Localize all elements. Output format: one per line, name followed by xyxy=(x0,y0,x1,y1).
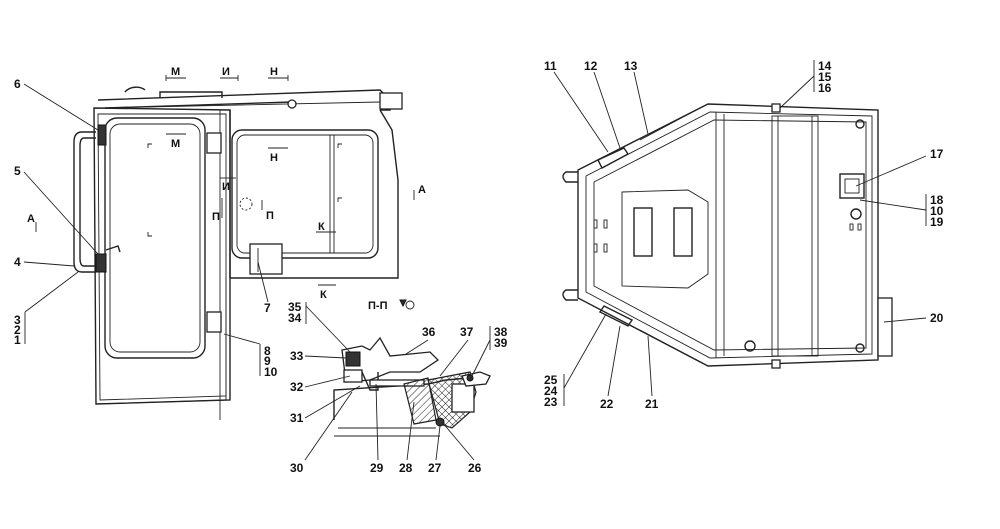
cab-side-view xyxy=(73,86,403,420)
hinge-lower xyxy=(206,311,222,333)
callout-1: 1 xyxy=(14,333,21,347)
mark-p-right: П xyxy=(266,210,274,222)
callout-36: 36 xyxy=(422,325,436,339)
callout-27: 27 xyxy=(428,461,442,475)
callout-10a: 10 xyxy=(264,365,278,379)
mark-i-top: И xyxy=(222,66,230,78)
mark-k-bottom: К xyxy=(320,289,327,301)
callout-33: 33 xyxy=(290,349,304,363)
callout-23: 23 xyxy=(544,395,558,409)
mark-a-left: А xyxy=(27,213,35,225)
callout-6: 6 xyxy=(14,77,21,91)
callout-19: 19 xyxy=(930,215,944,229)
callout-20: 20 xyxy=(930,311,944,325)
callouts-left: 6 5 4 3 2 1 7 8 9 10 xyxy=(14,77,278,379)
mark-i-mid: И xyxy=(222,181,230,193)
callout-7: 7 xyxy=(264,301,271,315)
callout-11: 11 xyxy=(544,59,557,73)
callout-4: 4 xyxy=(14,255,21,269)
callout-21: 21 xyxy=(645,397,659,411)
callout-22: 22 xyxy=(600,397,614,411)
callout-31: 31 xyxy=(290,411,304,425)
mark-n-top: Н xyxy=(270,66,278,78)
callout-8: 8 xyxy=(264,344,271,358)
section-marks-left: М И Н М Н И П П К К А А xyxy=(27,66,426,301)
callout-18: 18 xyxy=(930,193,944,207)
section-title: П-П xyxy=(368,300,388,312)
callout-28: 28 xyxy=(399,461,413,475)
callout-9: 9 xyxy=(264,354,271,368)
callouts-right: 11 12 13 14 15 16 17 18 10 19 20 21 22 2… xyxy=(544,59,944,411)
callout-39: 39 xyxy=(494,336,508,350)
callout-25: 25 xyxy=(544,373,558,387)
callout-12: 12 xyxy=(584,59,598,73)
callout-32: 32 xyxy=(290,380,304,394)
callout-2: 2 xyxy=(14,323,21,337)
callout-26: 26 xyxy=(468,461,482,475)
callout-15: 15 xyxy=(818,70,832,84)
bolt-icon xyxy=(287,99,297,109)
callout-30: 30 xyxy=(290,461,304,475)
callout-13: 13 xyxy=(624,59,638,73)
callout-34: 34 xyxy=(288,311,302,325)
mark-m-top: М xyxy=(171,66,180,78)
callout-24: 24 xyxy=(544,384,558,398)
callout-16: 16 xyxy=(818,81,832,95)
door-lock xyxy=(95,253,107,273)
callout-14: 14 xyxy=(818,59,832,73)
mark-a-right: А xyxy=(418,184,426,196)
callouts-section: 35 34 33 32 31 30 29 28 27 26 36 37 38 3… xyxy=(288,300,508,475)
callout-38: 38 xyxy=(494,325,508,339)
section-p-p: П-П xyxy=(333,299,491,437)
callout-5: 5 xyxy=(14,164,21,178)
mark-m-door: М xyxy=(171,138,180,150)
mark-n-window: Н xyxy=(270,152,278,164)
cab-top-view xyxy=(562,103,893,369)
callout-29: 29 xyxy=(370,461,384,475)
hinge-upper xyxy=(206,132,222,154)
mark-p-left: П xyxy=(212,211,220,223)
callout-37: 37 xyxy=(460,325,474,339)
callout-17: 17 xyxy=(930,147,944,161)
mark-k-window: К xyxy=(318,221,325,233)
callout-35: 35 xyxy=(288,300,302,314)
callout-10b: 10 xyxy=(930,204,944,218)
callout-3: 3 xyxy=(14,313,21,327)
